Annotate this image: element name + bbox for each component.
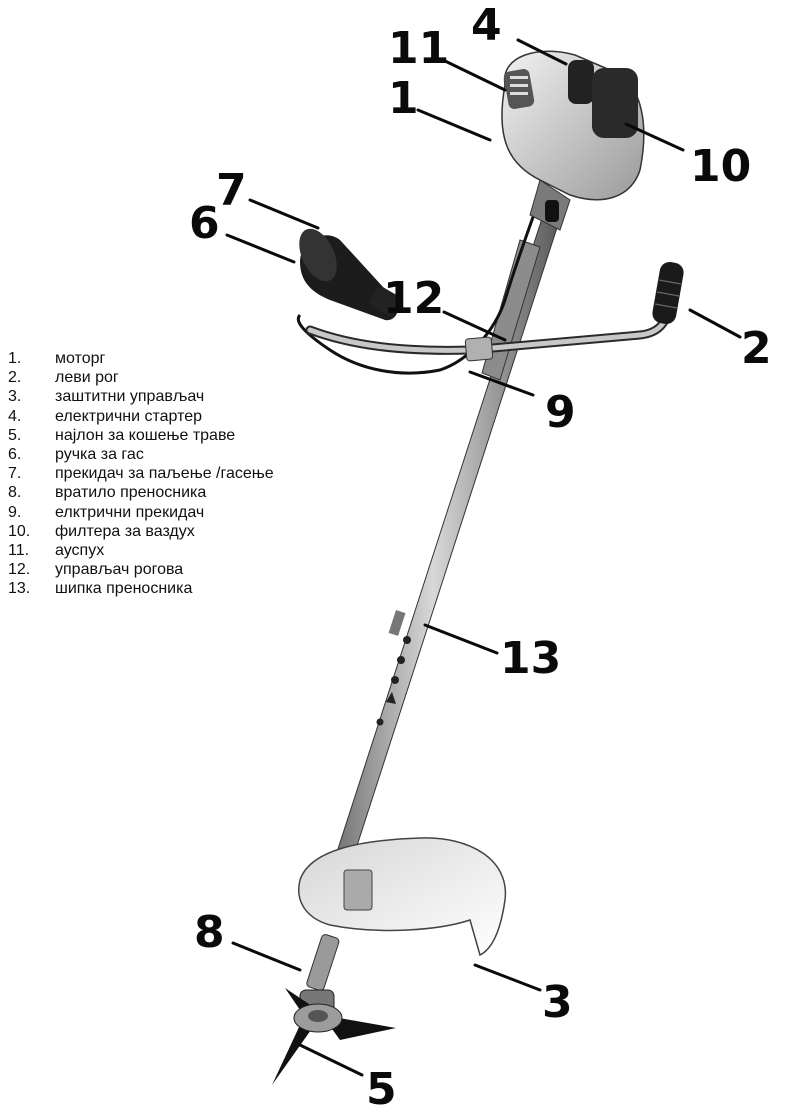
legend-item: 13.шипка преносника	[8, 579, 274, 598]
callout-1: 1	[388, 73, 419, 124]
callout-8: 8	[194, 907, 225, 958]
legend-number: 10.	[8, 522, 55, 541]
legend-text: филтера за ваздух	[55, 522, 195, 541]
legend-text: шипка преносника	[55, 579, 192, 598]
legend-number: 3.	[8, 387, 55, 406]
legend-number: 9.	[8, 503, 55, 522]
legend-number: 6.	[8, 445, 55, 464]
legend-item: 8.вратило преносника	[8, 483, 274, 502]
legend-item: 6.ручка за гас	[8, 445, 274, 464]
legend-number: 2.	[8, 368, 55, 387]
callout-13: 13	[500, 633, 561, 684]
callout-11: 11	[388, 23, 449, 74]
legend-item: 2.леви рог	[8, 368, 274, 387]
legend-number: 7.	[8, 464, 55, 483]
legend-number: 1.	[8, 349, 55, 368]
legend-item: 1.моторг	[8, 349, 274, 368]
legend-item: 12.управљач рогова	[8, 560, 274, 579]
starter-handle	[568, 60, 594, 104]
legend-item: 3.заштитни управљач	[8, 387, 274, 406]
callout-12: 12	[383, 273, 444, 324]
legend-text: леви рог	[55, 368, 119, 387]
gearbox	[300, 934, 340, 1014]
legend-item: 5.најлон за кошење траве	[8, 426, 274, 445]
legend-number: 13.	[8, 579, 55, 598]
callout-5: 5	[366, 1064, 397, 1108]
right-grip	[651, 260, 685, 325]
legend-text: моторг	[55, 349, 105, 368]
legend-text: управљач рогова	[55, 560, 183, 579]
legend-item: 4.електрични стартер	[8, 407, 274, 426]
callout-3: 3	[542, 977, 573, 1028]
legend-item: 11.ауспух	[8, 541, 274, 560]
legend-item: 10.филтера за ваздух	[8, 522, 274, 541]
legend-text: најлон за кошење траве	[55, 426, 235, 445]
callout-7: 7	[216, 165, 247, 216]
legend-item: 9.елктрични прекидач	[8, 503, 274, 522]
legend-number: 11.	[8, 541, 55, 560]
callout-9: 9	[545, 387, 576, 438]
parts-legend: 1.моторг 2.леви рог 3.заштитни управљач …	[8, 349, 274, 599]
legend-number: 4.	[8, 407, 55, 426]
legend-text: вратило преносника	[55, 483, 206, 502]
legend-number: 8.	[8, 483, 55, 502]
legend-text: заштитни управљач	[55, 387, 204, 406]
handlebar-clamp	[465, 337, 493, 361]
legend-text: електрични стартер	[55, 407, 202, 426]
callout-6: 6	[189, 198, 220, 249]
legend-text: прекидач за паљење /гасење	[55, 464, 274, 483]
legend-text: ручка за гас	[55, 445, 144, 464]
legend-item: 7.прекидач за паљење /гасење	[8, 464, 274, 483]
legend-text: елктрични прекидач	[55, 503, 204, 522]
legend-text: ауспух	[55, 541, 104, 560]
callout-4: 4	[471, 0, 502, 51]
legend-number: 12.	[8, 560, 55, 579]
legend-number: 5.	[8, 426, 55, 445]
callout-2: 2	[741, 323, 772, 374]
callout-10: 10	[690, 141, 751, 192]
engine	[502, 51, 644, 230]
